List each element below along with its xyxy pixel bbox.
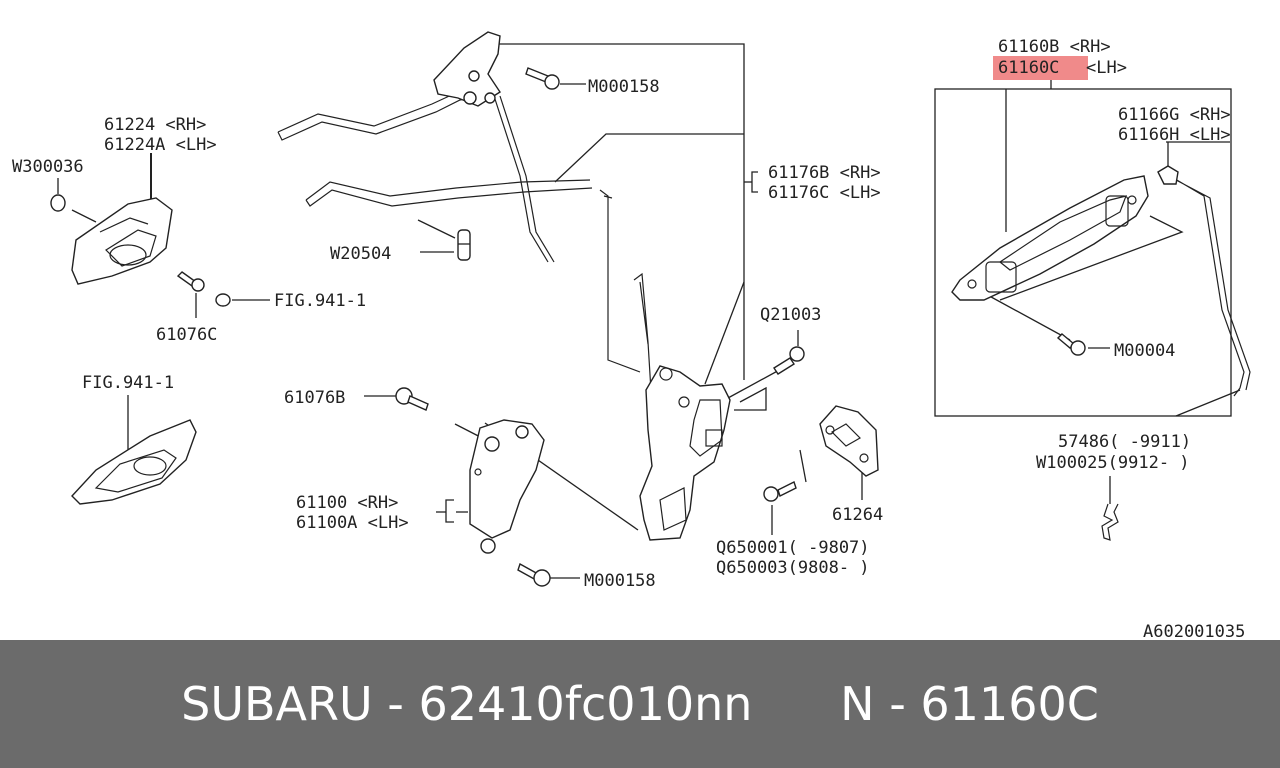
label-61224a: 61224A <LH> <box>104 135 217 155</box>
leader-lines <box>57 43 1241 579</box>
label-61160c-side: <LH> <box>1086 58 1127 78</box>
door-latch-assembly <box>639 365 731 541</box>
footer-banner: SUBARU - 62410fc010nn N - 61160C <box>0 640 1280 768</box>
clip-61166 <box>1157 165 1179 185</box>
label-m000158-bottom: M000158 <box>584 571 656 591</box>
outer-handle-61160c <box>951 175 1149 301</box>
label-61160b: 61160B <RH> <box>998 37 1111 57</box>
label-57486: 57486( -9911) <box>1058 432 1191 452</box>
screw-q21003 <box>773 346 805 375</box>
label-61166g: 61166G <RH> <box>1118 105 1231 125</box>
footer-diagram-code: N - 61160C <box>840 677 1099 731</box>
label-q21003: Q21003 <box>760 305 821 325</box>
label-61100a: 61100A <LH> <box>296 513 409 533</box>
footer-spacer <box>752 677 840 731</box>
upper-lever <box>433 31 501 107</box>
label-q650003: Q650003(9808- ) <box>716 558 870 578</box>
washer-w300036 <box>50 194 66 212</box>
lock-rods <box>277 83 1251 441</box>
actuator-61100 <box>469 419 545 554</box>
label-61100: 61100 <RH> <box>296 493 398 513</box>
label-61076c: 61076C <box>156 325 217 345</box>
label-m000158-top: M000158 <box>588 77 660 97</box>
part-labels: 61224 <RH> 61224A <LH> W300036 61076C FI… <box>12 37 1245 640</box>
inner-handle-fig941 <box>71 419 197 505</box>
parts-diagram: 61224 <RH> 61224A <LH> W300036 61076C FI… <box>12 31 1251 640</box>
bolts <box>50 67 1179 587</box>
clip-w20504 <box>457 229 471 261</box>
bolt-m000158-top <box>525 67 560 90</box>
clip-fig941 <box>215 293 231 307</box>
label-61076b: 61076B <box>284 388 345 408</box>
drawing-id: A602001035 <box>1143 622 1245 640</box>
label-w300036: W300036 <box>12 157 84 177</box>
footer-part-number: SUBARU - 62410fc010nn <box>181 677 753 731</box>
label-61166h: 61166H <LH> <box>1118 125 1231 145</box>
screw-q650001 <box>763 481 797 502</box>
label-w100025: W100025(9912- ) <box>1036 453 1190 473</box>
bolt-m00004 <box>1056 333 1086 356</box>
bolt-61076b <box>395 387 429 411</box>
label-61176b: 61176B <RH> <box>768 163 881 183</box>
label-fig941-lower: FIG.941-1 <box>82 373 174 393</box>
label-q650001: Q650001( -9807) <box>716 538 870 558</box>
inner-handle-61224 <box>71 197 173 285</box>
label-61224: 61224 <RH> <box>104 115 206 135</box>
highlight-61160c <box>993 56 1088 80</box>
label-61264: 61264 <box>832 505 883 525</box>
bolt-m000158-bottom <box>517 562 551 587</box>
label-61176c: 61176C <LH> <box>768 183 881 203</box>
striker-61264 <box>819 405 879 477</box>
label-fig941-upper: FIG.941-1 <box>274 291 366 311</box>
bolt-61076c <box>176 271 205 292</box>
clip-57486 <box>1101 503 1119 541</box>
label-m00004: M00004 <box>1114 341 1175 361</box>
label-61160c-code: 61160C <box>998 58 1059 78</box>
label-w20504: W20504 <box>330 244 391 264</box>
